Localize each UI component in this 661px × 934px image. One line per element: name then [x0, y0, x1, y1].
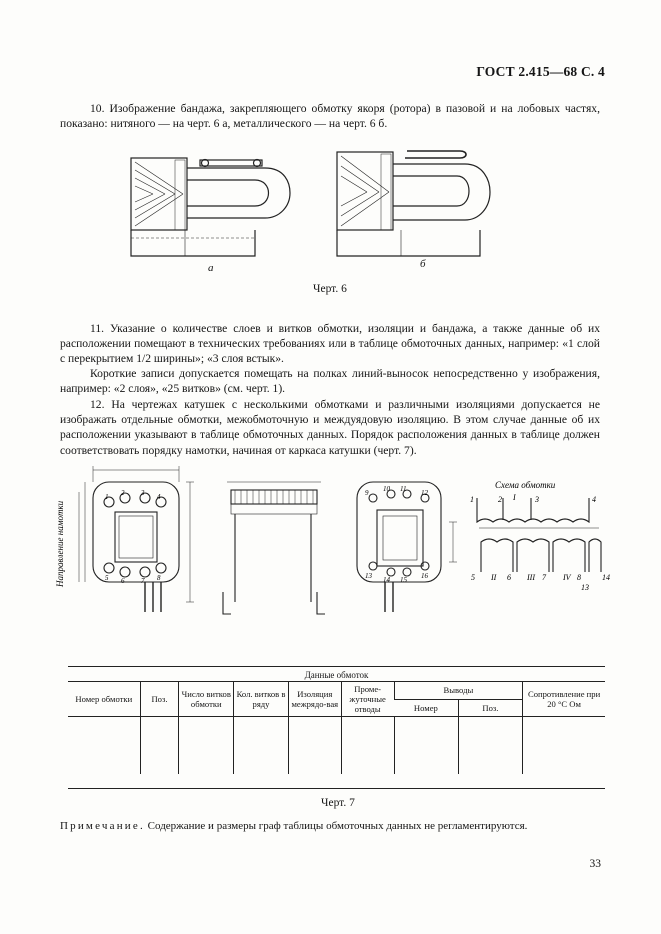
- pin-9: 9: [365, 489, 369, 497]
- col-leads: Выводы: [393, 681, 523, 700]
- col-turns: Число витков обмотки: [178, 681, 234, 717]
- terminal-5: 5: [471, 573, 475, 582]
- terminal-3: 3: [534, 495, 539, 504]
- col-leads-position: Поз.: [457, 698, 523, 717]
- col-winding-number: Номер обмотки: [68, 681, 141, 717]
- col-insulation: Изоляция межрядо-вая: [287, 681, 342, 717]
- paragraph-11b: Короткие записи допускается помещать на …: [60, 367, 600, 396]
- table-title: Данные обмоток: [304, 670, 369, 680]
- note-text: Содержание и размеры граф таблицы обмото…: [147, 820, 528, 832]
- winding-IV-label: IV: [562, 573, 572, 582]
- pin-16: 16: [421, 572, 429, 580]
- paragraph-11: 11. Указание о количестве слоев и витков…: [60, 322, 600, 366]
- figure-6b-label: б: [420, 258, 426, 270]
- col-position: Поз.: [139, 681, 179, 717]
- winding-II-label: II: [490, 573, 497, 582]
- pin-12: 12: [421, 489, 429, 497]
- terminal-13: 13: [581, 583, 589, 592]
- schema-title: Схема обмотки: [495, 480, 556, 490]
- pin-11: 11: [400, 485, 406, 493]
- pin-5: 5: [105, 574, 109, 582]
- pin-10: 10: [383, 485, 391, 493]
- page-number: 33: [589, 858, 602, 870]
- pin-14: 14: [383, 576, 391, 584]
- paragraph-10: 10. Изображение бандажа, закрепляющего о…: [60, 102, 600, 131]
- pin-2: 2: [121, 489, 125, 497]
- col-turns-per-row: Кол. витков в ряду: [233, 681, 289, 717]
- terminal-4: 4: [592, 495, 596, 504]
- pin-15: 15: [400, 576, 408, 584]
- terminal-8: 8: [577, 573, 581, 582]
- figure-7-caption: Черт. 7: [321, 797, 355, 809]
- note-label: Примечание.: [60, 820, 145, 832]
- terminal-7: 7: [542, 573, 547, 582]
- paragraph-12: 12. На чертежах катушек с несколькими об…: [60, 398, 600, 457]
- table-row: [68, 716, 605, 774]
- pin-3: 3: [140, 489, 145, 497]
- winding-data-table: Номер обмотки Поз. Число витков обмотки …: [68, 681, 605, 774]
- col-taps: Проме-жуточные отводы: [340, 681, 395, 717]
- terminal-2: 2: [498, 495, 502, 504]
- winding-direction-label: Направление намотки: [55, 500, 65, 588]
- pin-8: 8: [157, 574, 161, 582]
- figure-6-drawing: [130, 150, 491, 257]
- figure-6-caption: Черт. 6: [313, 283, 347, 295]
- col-leads-number: Номер: [394, 698, 459, 717]
- pin-1: 1: [105, 493, 109, 501]
- winding-I-label: I: [512, 493, 516, 502]
- figure-6a-label: а: [208, 262, 214, 274]
- terminal-1: 1: [470, 495, 474, 504]
- col-resistance: Сопротивление при 20 °С Ом: [522, 681, 605, 717]
- table-top-rule: [68, 666, 605, 667]
- pin-7: 7: [141, 577, 145, 585]
- winding-III-label: III: [526, 573, 535, 582]
- table-bottom-rule: [68, 788, 605, 789]
- page-header: ГОСТ 2.415—68 С. 4: [476, 64, 605, 79]
- pin-13: 13: [365, 572, 373, 580]
- pin-6: 6: [121, 577, 125, 585]
- terminal-14: 14: [602, 573, 610, 582]
- terminal-6: 6: [507, 573, 511, 582]
- pin-4: 4: [157, 493, 161, 501]
- note: Примечание. Содержание и размеры граф та…: [60, 820, 610, 832]
- figure-7-drawing: Направление намотки Схема обмотки 1 2 3 …: [55, 466, 610, 615]
